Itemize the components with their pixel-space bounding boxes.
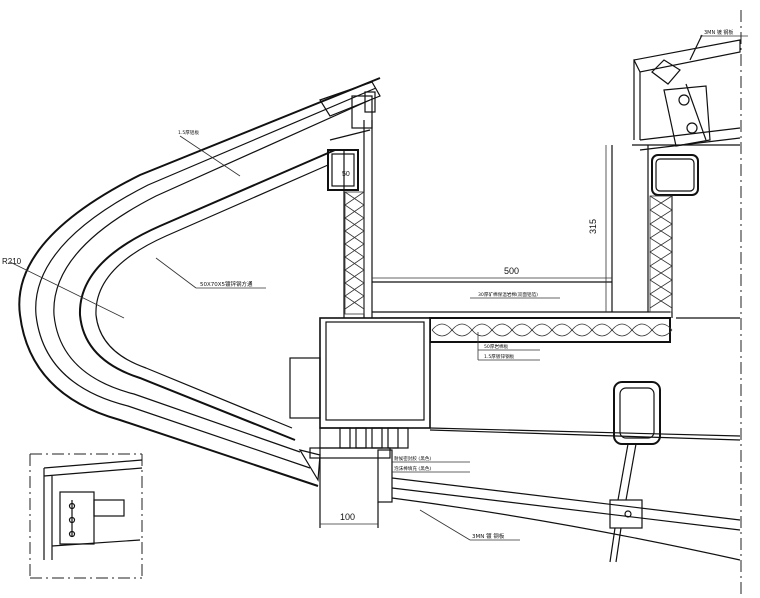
dimension-315-label: 315 [588, 219, 598, 234]
callout-seals: 耐候密封胶 (黑色) 泡沫棒填充 (黑色) [392, 455, 470, 473]
dimension-500: 500 [372, 266, 612, 279]
note-tube: 50X70X5镀锌钢方通 [200, 280, 253, 288]
bottom-glass [391, 381, 741, 563]
note-panel-bottom-1: 50厚岩棉板 [484, 343, 509, 350]
dimension-100: 100 [320, 512, 378, 525]
dimension-100-label: 100 [340, 512, 355, 522]
curved-panel [18, 77, 381, 487]
top-right-bracket [633, 34, 741, 151]
note-seal-2: 泡沫棒填充 (黑色) [394, 465, 431, 472]
callout-glass-bottom: 3MN 镀 钢板 [419, 509, 520, 541]
right-column [611, 144, 740, 319]
left-column [327, 120, 373, 320]
inset-detail [29, 453, 143, 579]
center-box [289, 317, 741, 528]
callout-panel-bottom: 50厚岩棉板 1.5厚镀锌钢板 [477, 332, 540, 361]
note-panel-bottom-2: 1.5厚镀锌钢板 [484, 353, 515, 360]
note-seal-1: 耐候密封胶 (黑色) [394, 455, 431, 462]
top-bracket [319, 81, 381, 141]
radius-callout: R210 [2, 257, 125, 319]
callout-tube: 50X70X5镀锌钢方通 [155, 257, 266, 289]
note-panel-top: 1.5厚铝板 [178, 129, 199, 136]
dimension-315: 315 [588, 145, 607, 312]
note-glass-bottom: 3MN 镀 钢板 [472, 532, 505, 540]
callout-panel-top: 1.5厚铝板 [178, 129, 241, 177]
callout-glass-top-right: 3MN 镀 钢板 [700, 29, 748, 37]
dimension-500-label: 500 [504, 266, 519, 276]
note-glass-top-right: 3MN 镀 钢板 [704, 29, 733, 36]
radius-label: R210 [2, 257, 22, 266]
callout-insulation-top: 30厚矿棉保温岩棉(双面铝箔) [470, 291, 560, 299]
note-insulation-top: 30厚矿棉保温岩棉(双面铝箔) [478, 291, 538, 298]
dimension-50-label: 50 [342, 171, 350, 178]
